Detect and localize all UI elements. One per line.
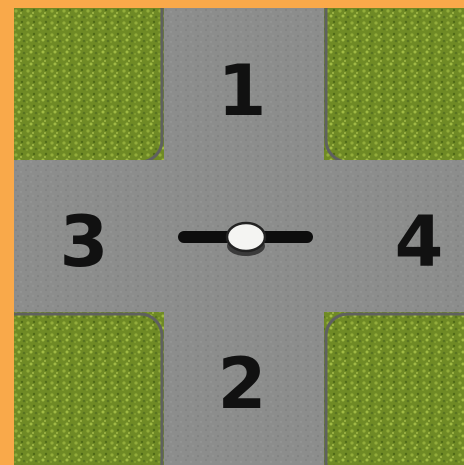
road-label-4: 4 xyxy=(395,201,444,283)
road-label-3: 3 xyxy=(60,201,109,283)
road-west[interactable]: 3 xyxy=(60,201,109,283)
road-label-1: 1 xyxy=(218,50,267,132)
grass-block-top-right xyxy=(326,8,464,162)
road-south[interactable]: 2 xyxy=(218,343,267,425)
road-label-2: 2 xyxy=(218,343,267,425)
turnstile-knob xyxy=(227,223,265,251)
grass-block-bottom-right xyxy=(326,314,464,465)
intersection-board: 1 2 3 4 xyxy=(14,8,464,465)
road-north[interactable]: 1 xyxy=(218,50,267,132)
grass-block-bottom-left xyxy=(14,314,162,465)
grass-block-top-left xyxy=(14,8,162,162)
road-east[interactable]: 4 xyxy=(395,201,444,283)
intersection-map: 1 2 3 4 xyxy=(14,8,464,465)
